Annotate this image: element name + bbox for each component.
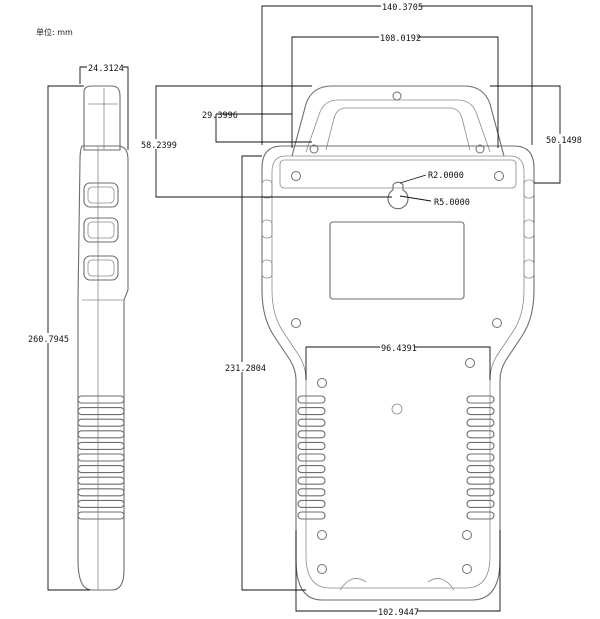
dim-side-total-height: 260.7945 <box>28 335 69 345</box>
front-handle-outer <box>291 85 505 157</box>
dimension-lines <box>47 5 561 612</box>
side-grip-rib <box>77 418 125 427</box>
right-bumpers <box>523 179 535 279</box>
left-grip-rib <box>297 395 326 404</box>
side-button-inner <box>87 259 115 277</box>
side-grip-ribs <box>77 395 125 520</box>
side-grip-rib <box>77 395 125 404</box>
mid-screw <box>291 318 301 328</box>
side-grip-rib <box>77 465 125 474</box>
bottom-screw <box>317 564 327 574</box>
side-grip-rib <box>77 407 125 416</box>
mid-screw <box>492 318 502 328</box>
left-grip-rib <box>297 511 326 520</box>
dim-slot-large-radius: R5.0000 <box>434 198 470 208</box>
left-grip-rib <box>297 499 326 508</box>
left-grip-rib <box>297 488 326 497</box>
bottom-screw <box>317 530 327 540</box>
left-grip-rib <box>297 430 326 439</box>
dim-right-top-height: 50.1498 <box>546 136 582 146</box>
side-button <box>83 217 119 243</box>
bottom-foot <box>427 578 455 591</box>
handle-screw <box>392 91 402 101</box>
front-view <box>261 85 535 601</box>
side-button-inner <box>87 186 115 204</box>
side-grip-rib <box>77 453 125 462</box>
handle-screw <box>475 144 485 154</box>
right-grip-rib <box>466 499 495 508</box>
left-grip-ribs <box>297 395 326 520</box>
bottom-foot <box>339 578 367 591</box>
dim-handle-outer-width: 108.0192 <box>380 34 421 44</box>
front-body-inner <box>271 155 525 589</box>
side-handle-outline <box>83 85 121 151</box>
right-grip-rib <box>466 418 495 427</box>
side-grip-rib <box>77 488 125 497</box>
front-handle-cutout <box>325 107 471 151</box>
left-grip-rib <box>297 418 326 427</box>
right-grip-rib <box>466 441 495 450</box>
left-grip-rib <box>297 465 326 474</box>
left-grip-rib <box>297 407 326 416</box>
dim-front-height: 231.2804 <box>225 364 266 374</box>
side-grip-rib <box>77 499 125 508</box>
side-button <box>83 255 119 281</box>
unit-label: 单位: mm <box>36 27 73 37</box>
side-grip-rib <box>77 511 125 520</box>
display-window <box>329 221 465 300</box>
dim-top-width: 140.3705 <box>382 3 423 13</box>
side-grip-rib <box>77 441 125 450</box>
side-grip-rib <box>77 476 125 485</box>
left-bumpers <box>261 179 273 279</box>
grip-screw <box>317 378 327 388</box>
right-grip-rib <box>466 465 495 474</box>
keyhole-slot <box>387 181 409 210</box>
left-grip-rib <box>297 441 326 450</box>
top-screw <box>494 171 504 181</box>
dim-bottom-width: 102.9447 <box>378 608 419 618</box>
dim-handle-height: 29.3996 <box>202 111 238 121</box>
right-grip-rib <box>466 511 495 520</box>
front-body-outline <box>261 145 535 601</box>
top-screw <box>291 171 301 181</box>
top-panel <box>279 159 517 189</box>
right-grip-rib <box>466 476 495 485</box>
handle-screw <box>309 144 319 154</box>
dim-hanger-line <box>155 85 392 198</box>
bottom-screw <box>462 530 472 540</box>
left-grip-rib <box>297 453 326 462</box>
right-grip-rib <box>466 407 495 416</box>
right-grip-rib <box>466 430 495 439</box>
grip-screw <box>465 358 475 368</box>
side-grip-rib <box>77 430 125 439</box>
right-grip-rib <box>466 488 495 497</box>
right-grip-ribs <box>466 395 495 520</box>
dim-handle-height-line <box>215 114 312 143</box>
leader-r5 <box>399 195 432 202</box>
dim-front-height-line <box>241 155 306 591</box>
dim-top-width-line <box>261 5 533 145</box>
side-button-inner <box>87 221 115 239</box>
dim-slot-small-radius: R2.0000 <box>428 171 464 181</box>
left-grip-rib <box>297 476 326 485</box>
dim-hanger-offset: 58.2399 <box>141 141 177 151</box>
right-grip-rib <box>466 395 495 404</box>
dimension-labels: 140.3705 108.0192 24.3124 29.3996 58.239… <box>27 1 583 618</box>
side-view <box>77 85 129 591</box>
center-hole <box>391 403 403 415</box>
leader-r2 <box>399 174 427 184</box>
bottom-screw <box>462 564 472 574</box>
dim-grip-inner-width: 96.4391 <box>381 344 417 354</box>
right-grip-rib <box>466 453 495 462</box>
side-body-outline <box>77 145 129 591</box>
side-button <box>83 182 119 208</box>
dim-side-thickness: 24.3124 <box>88 64 124 74</box>
